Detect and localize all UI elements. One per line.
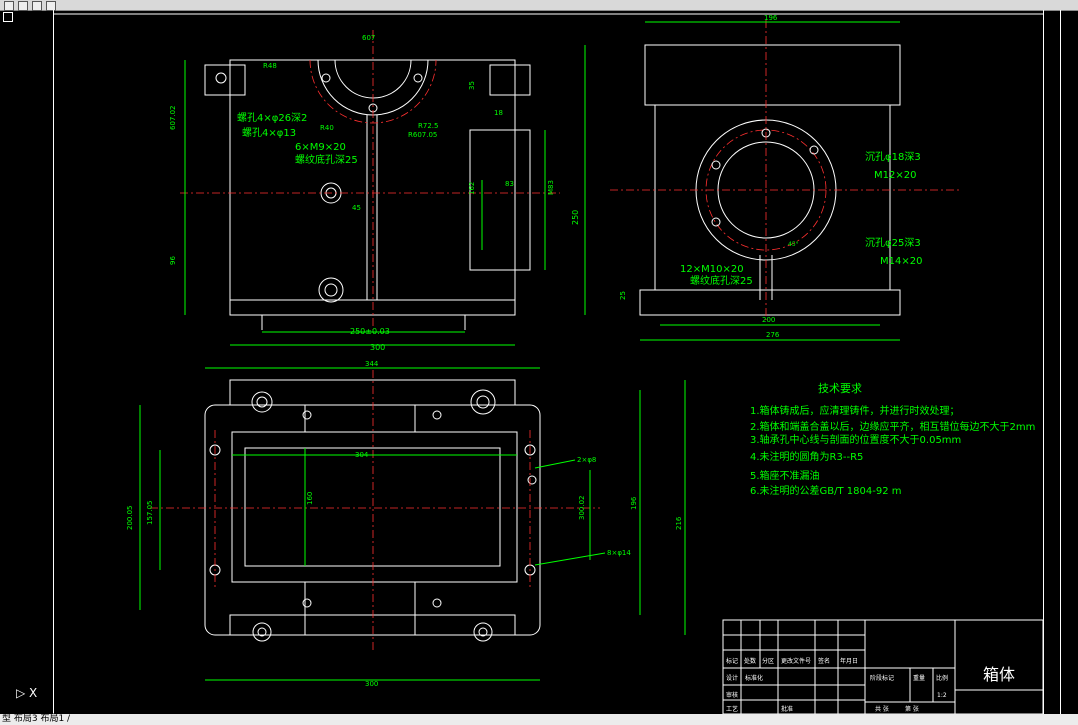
title-label: 工艺 [726,705,738,713]
side-note-1: 沉孔φ18深3 [865,150,921,163]
title-label: 第 张 [905,705,919,713]
front-note-3: 6×M9×20 [295,142,346,153]
svg-text:300.02: 300.02 [578,496,586,521]
layout-tabs-label: 型 布局3 布局1 / [2,714,71,724]
drawing-border-left [53,10,54,715]
svg-text:R40: R40 [320,124,334,132]
title-label: 设计 [726,674,738,682]
front-note-1: 螺孔4×φ26深2 [237,112,307,124]
drawing-border-right [1043,10,1044,715]
svg-text:196: 196 [764,14,778,22]
title-label: 阶段标记 [870,674,894,682]
tech-req-title: 技术要求 [818,382,862,395]
part-name: 箱体 [983,665,1015,684]
title-header: 分区 [762,657,774,665]
top-note-1: 2×φ8 [577,456,596,464]
drawing-border-right-outer [1060,10,1061,715]
svg-text:250: 250 [571,210,580,225]
tech-req-item: 3.轴承孔中心线与剖面的位置度不大于0.05mm [750,433,961,446]
svg-text:250±0.03: 250±0.03 [350,327,390,336]
svg-text:45°: 45° [788,241,799,248]
svg-text:160: 160 [306,492,314,505]
svg-text:607.02: 607.02 [169,106,177,131]
toolbar-button[interactable] [4,1,14,11]
title-label: 比例 [936,674,948,682]
svg-text:M83: M83 [547,180,555,195]
title-block: 标记 处数 分区 更改文件号 签名 年月日 设计 标准化 审核 工艺 阶段标记 … [722,619,1044,715]
side-note-2: M12×20 [874,170,916,181]
title-label: 批准 [781,705,793,713]
toolbar-button[interactable] [46,1,56,11]
title-header: 年月日 [840,657,858,665]
title-header: 签名 [818,657,830,665]
layout-tabs[interactable]: 型 布局3 布局1 / [0,714,1078,725]
viewport-marker [3,12,13,22]
svg-text:200: 200 [762,316,775,324]
svg-text:162: 162 [468,182,476,195]
title-label: 标准化 [745,674,763,682]
side-note-5: 12×M10×20 [680,264,744,275]
toolbar-button[interactable] [32,1,42,11]
tech-req-item: 4.未注明的圆角为R3--R5 [750,450,863,463]
title-label: 共 张 [875,705,889,713]
top-toolbar [0,0,1078,11]
svg-text:R72.5: R72.5 [418,122,438,130]
svg-text:300: 300 [365,680,378,688]
tech-req-item: 5.箱座不准漏油 [750,469,820,482]
title-header: 标记 [726,657,738,665]
toolbar-button[interactable] [18,1,28,11]
svg-text:344: 344 [365,360,379,368]
side-note-3: 沉孔φ25深3 [865,236,921,249]
svg-text:216: 216 [675,516,683,530]
tech-req-item: 2.箱体和端盖合盖以后，边缘应平齐，相互错位每边不大于2mm [750,420,1035,433]
title-label: 审核 [726,691,738,699]
front-view: 300 250±0.03 607.02 96 45 R48 607 R40 R7… [169,30,560,352]
title-header: 处数 [744,657,756,665]
svg-text:157.05: 157.05 [146,501,154,526]
ucs-icon: ▷ X [16,686,38,700]
svg-text:276: 276 [766,331,780,339]
svg-text:304: 304 [355,451,369,459]
svg-text:300: 300 [370,343,385,352]
svg-text:196: 196 [630,496,638,510]
title-label: 重量 [913,674,925,682]
svg-text:R48: R48 [263,62,277,70]
svg-text:R607.05: R607.05 [408,131,437,139]
side-note-6: 螺纹底孔深25 [690,274,753,287]
front-note-4: 螺纹底孔深25 [295,153,358,166]
tech-req-item: 1.箱体铸成后，应清理铸件，并进行时效处理； [750,404,960,417]
side-view: 196 250 25 200 276 45° 沉孔φ18深3 M12×20 沉孔… [571,14,960,341]
svg-text:25: 25 [619,291,627,300]
svg-text:200.05: 200.05 [126,506,134,531]
technical-requirements: 技术要求 1.箱体铸成后，应清理铸件，并进行时效处理； 2.箱体和端盖合盖以后，… [750,382,1035,497]
svg-text:607: 607 [362,34,375,42]
top-view: 344 300 304 160 200.05 157.05 196 216 30… [126,360,686,688]
svg-text:18: 18 [494,109,503,117]
title-header: 更改文件号 [781,657,811,665]
svg-text:83: 83 [505,180,514,188]
tech-req-item: 6.未注明的公差GB/T 1804-92 m [750,484,902,497]
svg-text:35: 35 [468,81,476,90]
svg-text:96: 96 [169,256,177,265]
side-note-4: M14×20 [880,256,922,267]
svg-text:45: 45 [352,204,361,212]
scale-value: 1:2 [937,692,947,699]
front-note-2: 螺孔4×φ13 [242,127,296,139]
top-note-2: 8×φ14 [607,549,631,557]
